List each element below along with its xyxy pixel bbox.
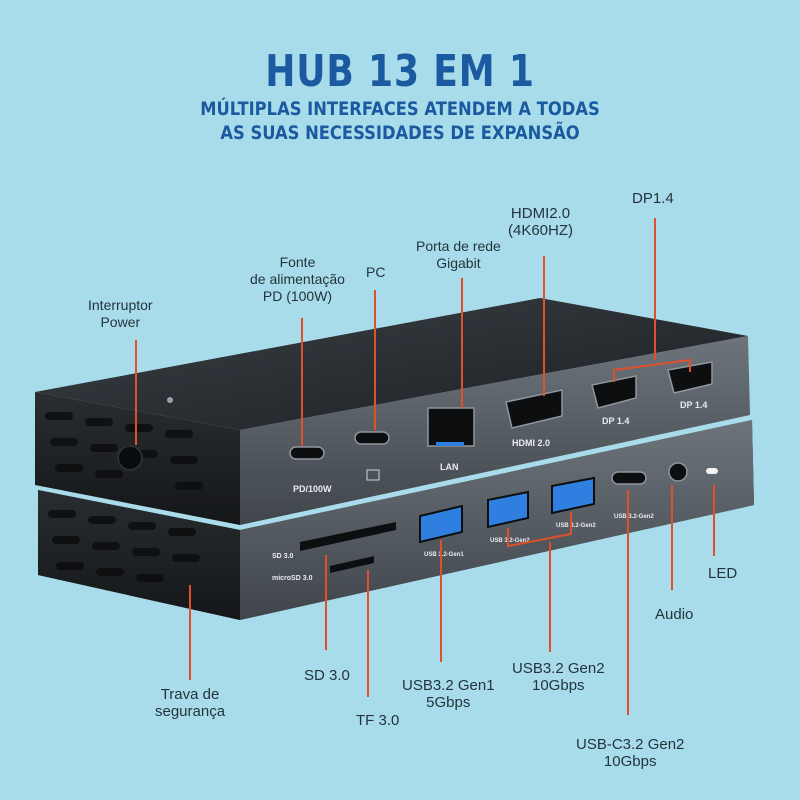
device-label-usb-gen1: USB 3.2-Gen1 xyxy=(424,552,464,558)
device-label-dp1: DP 1.4 xyxy=(602,416,629,426)
device-label-pd: PD/100W xyxy=(293,484,332,494)
device-label-usbc: USB 3.2-Gen2 xyxy=(614,514,654,520)
device-label-usb-gen2a: USB 3.2-Gen2 xyxy=(490,538,530,544)
callout-tf: TF 3.0 xyxy=(356,712,400,729)
subtitle-line-2: AS SUAS NECESSIDADES DE EXPANSÃO xyxy=(220,122,580,144)
callout-pc: PC xyxy=(366,264,386,280)
callout-hdmi: HDMI2.0(4K60HZ) xyxy=(508,205,574,239)
callout-sd: SD 3.0 xyxy=(304,667,350,684)
device-label-usb-gen2b: USB 3.2-Gen2 xyxy=(556,523,596,529)
page-title: HUB 13 EM 1 xyxy=(265,46,535,97)
device-label-dp2: DP 1.4 xyxy=(680,400,707,410)
callout-led: LED xyxy=(708,565,738,582)
device-label-sd: SD 3.0 xyxy=(272,553,294,560)
device-label-lan: LAN xyxy=(440,462,459,472)
callout-audio: Audio xyxy=(655,606,694,623)
subtitle-line-1: MÚLTIPLAS INTERFACES ATENDEM A TODAS xyxy=(200,98,600,120)
device-label-microsd: microSD 3.0 xyxy=(272,575,313,582)
top-unit: PD/100W LAN HDMI 2.0 DP 1.4 DP 1.4 xyxy=(35,298,750,525)
device-label-hdmi: HDMI 2.0 xyxy=(512,438,550,448)
callout-dp: DP1.4 xyxy=(632,190,674,207)
leader-lines xyxy=(135,218,715,715)
